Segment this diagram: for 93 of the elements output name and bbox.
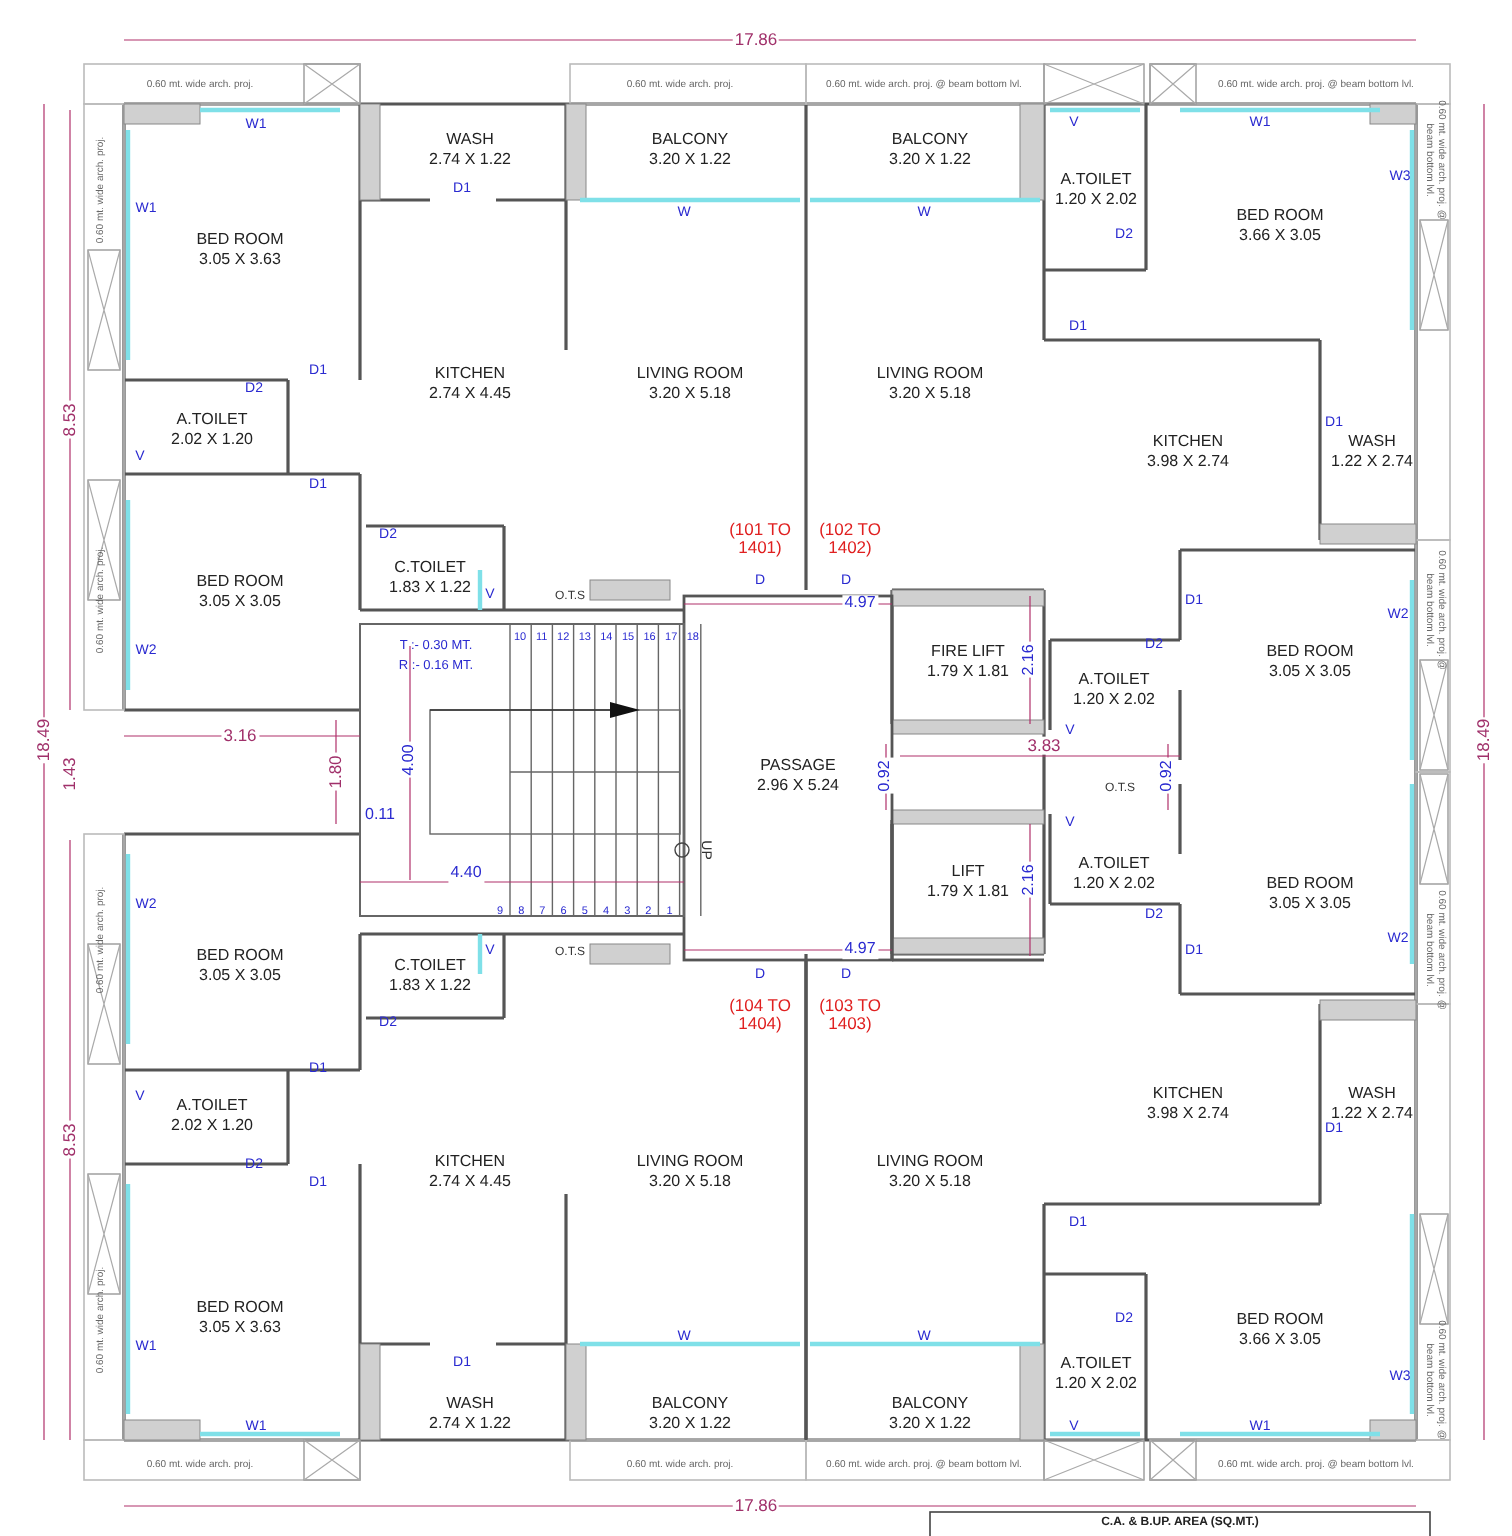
unit-range-label: (104 TO 1404) — [727, 997, 793, 1035]
room-dimensions: 3.05 X 3.05 — [197, 966, 283, 986]
room-name: A.TOILET — [1076, 670, 1152, 690]
room-name: BED ROOM — [1266, 874, 1354, 894]
room-dimensions: 2.74 X 4.45 — [429, 384, 511, 404]
room-dimensions: 3.20 X 5.18 — [887, 384, 973, 404]
room-name: BALCONY — [649, 1394, 731, 1414]
room-name: BED ROOM — [196, 1298, 284, 1318]
room-dimensions: 3.20 X 1.22 — [649, 1414, 731, 1434]
dimension-value: 8.53 — [60, 401, 80, 439]
room-name: BALCONY — [889, 1394, 971, 1414]
dimension-value: 2.16 — [1021, 642, 1039, 678]
room-dimensions: 3.20 X 5.18 — [647, 1172, 733, 1192]
room-name: C.TOILET — [392, 956, 468, 976]
room-dimensions: 3.20 X 5.18 — [887, 1172, 973, 1192]
room-name: A.TOILET — [1076, 854, 1152, 874]
room-dimensions: 3.20 X 1.22 — [649, 150, 731, 170]
room-name: BALCONY — [649, 130, 731, 150]
room-name: A.TOILET — [174, 1096, 250, 1116]
dimension-value: 2.16 — [1021, 862, 1039, 898]
dimension-value: 3.83 — [1025, 736, 1063, 756]
unit-range-label: (101 TO 1401) — [727, 521, 793, 559]
dimension-value: 0.11 — [363, 807, 397, 825]
room-dimensions: 2.96 X 5.24 — [757, 776, 839, 796]
room-dimensions: 1.20 X 2.02 — [1055, 1374, 1137, 1394]
unit-range-label: (102 TO 1402) — [817, 521, 883, 559]
room-name: LIVING ROOM — [876, 364, 984, 384]
room-dimensions: 3.66 X 3.05 — [1237, 226, 1323, 246]
room-dimensions: 3.66 X 3.05 — [1237, 1330, 1323, 1350]
dimension-value: 1.80 — [326, 753, 346, 791]
room-dimensions: 2.74 X 1.22 — [429, 1414, 511, 1434]
room-name: LIVING ROOM — [636, 1152, 744, 1172]
dimension-value: 4.97 — [842, 595, 878, 613]
room-dimensions: 3.05 X 3.05 — [1267, 894, 1353, 914]
dimension-value: 1.43 — [60, 755, 80, 793]
room-name: BALCONY — [889, 130, 971, 150]
room-dimensions: 1.20 X 2.02 — [1073, 874, 1155, 894]
room-dimensions: 2.02 X 1.20 — [171, 1116, 253, 1136]
room-name: FIRE LIFT — [929, 642, 1007, 662]
room-dimensions: 3.05 X 3.05 — [197, 592, 283, 612]
room-dimensions: 1.79 X 1.81 — [927, 882, 1009, 902]
room-dimensions: 1.20 X 2.02 — [1055, 190, 1137, 210]
room-name: LIVING ROOM — [636, 364, 744, 384]
room-dimensions: 3.20 X 1.22 — [889, 150, 971, 170]
dimension-value: 17.86 — [732, 1496, 780, 1516]
room-dimensions: 3.98 X 2.74 — [1147, 1104, 1229, 1124]
dimension-value: 4.00 — [401, 742, 419, 778]
room-dimensions: 3.98 X 2.74 — [1147, 452, 1229, 472]
room-dimensions: 1.79 X 1.81 — [927, 662, 1009, 682]
room-name: LIFT — [949, 862, 987, 882]
room-name: WASH — [1346, 1084, 1398, 1104]
room-name: BED ROOM — [1236, 1310, 1324, 1330]
room-name: PASSAGE — [758, 756, 838, 776]
room-name: A.TOILET — [1058, 170, 1134, 190]
unit-range-label: (103 TO 1403) — [817, 997, 883, 1035]
room-name: KITCHEN — [432, 364, 508, 384]
room-name: WASH — [444, 1394, 496, 1414]
room-name: LIVING ROOM — [876, 1152, 984, 1172]
room-dimensions: 3.20 X 5.18 — [647, 384, 733, 404]
room-name: A.TOILET — [1058, 1354, 1134, 1374]
room-dimensions: 1.83 X 1.22 — [389, 578, 471, 598]
dimension-value: 18.49 — [1474, 716, 1494, 764]
room-dimensions: 2.74 X 1.22 — [429, 150, 511, 170]
room-dimensions: 3.05 X 3.63 — [197, 250, 283, 270]
room-dimensions: 1.22 X 2.74 — [1331, 1104, 1413, 1122]
room-name: A.TOILET — [174, 410, 250, 430]
dimension-value: 17.86 — [732, 30, 780, 50]
dimension-value: 0.92 — [877, 758, 895, 794]
room-dimensions: 3.05 X 3.05 — [1267, 662, 1353, 682]
room-dimensions: 1.20 X 2.02 — [1073, 690, 1155, 710]
room-name: BED ROOM — [196, 946, 284, 966]
room-dimensions: 3.20 X 1.22 — [889, 1414, 971, 1434]
room-name: KITCHEN — [1150, 432, 1226, 452]
dimension-value: 8.53 — [60, 1121, 80, 1159]
room-dimensions: 1.22 X 2.74 — [1331, 452, 1413, 472]
room-name: BED ROOM — [196, 572, 284, 592]
dimension-value: 18.49 — [34, 716, 54, 764]
room-dimensions: 3.05 X 3.63 — [197, 1318, 283, 1338]
dimension-value: 4.40 — [448, 865, 484, 883]
room-name: C.TOILET — [392, 558, 468, 578]
room-name: KITCHEN — [1150, 1084, 1226, 1104]
room-dimensions: 1.83 X 1.22 — [389, 976, 471, 996]
room-dimensions: 2.02 X 1.20 — [171, 430, 253, 450]
room-name: BED ROOM — [1236, 206, 1324, 226]
dimension-value: 3.16 — [221, 726, 259, 746]
room-name: BED ROOM — [196, 230, 284, 250]
dimension-value: 4.97 — [842, 941, 878, 959]
room-name: BED ROOM — [1266, 642, 1354, 662]
room-name: WASH — [444, 130, 496, 150]
dimension-value: 0.92 — [1159, 758, 1177, 794]
room-name: KITCHEN — [432, 1152, 508, 1172]
room-name: WASH — [1346, 432, 1398, 452]
room-dimensions: 2.74 X 4.45 — [429, 1172, 511, 1192]
